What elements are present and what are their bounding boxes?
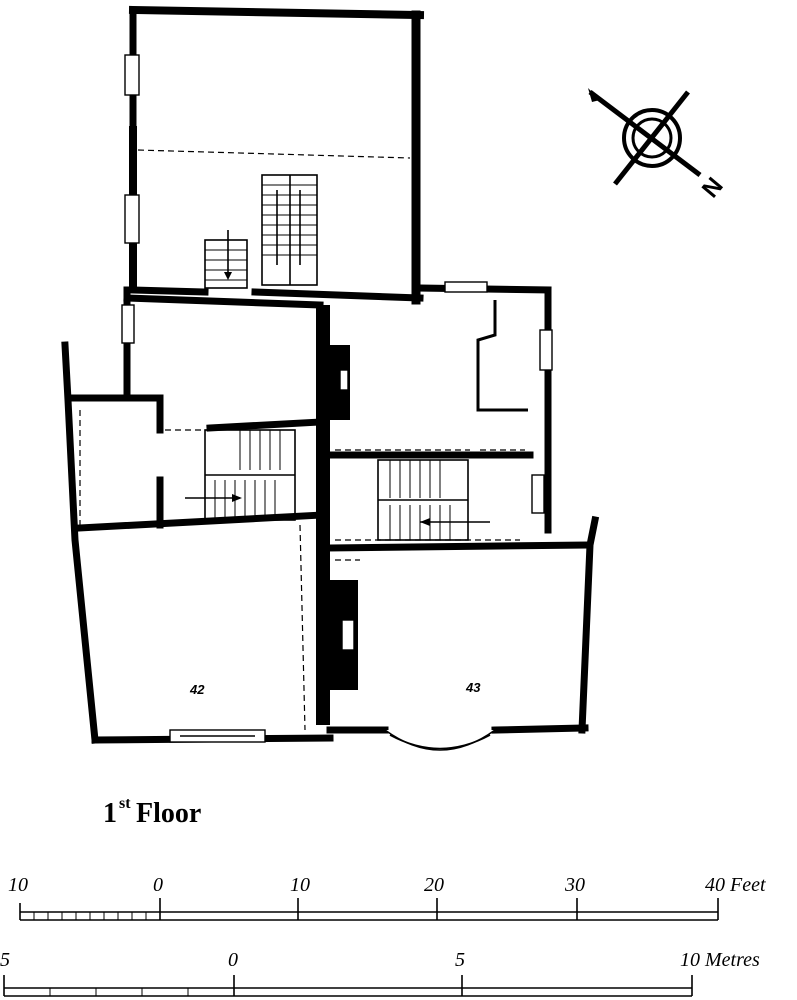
window	[444, 281, 488, 293]
room-42-walls	[61, 341, 334, 744]
window	[124, 194, 140, 244]
feet-tick-label: 20	[424, 874, 444, 896]
scale-bar-metres: 5 0 5 10 Metres	[0, 949, 760, 997]
scale-bar-feet: 10 0 10 20 30 40 Feet	[8, 874, 766, 921]
staircase-middle	[185, 429, 296, 521]
floor-title: 1 st Floor	[103, 795, 201, 829]
middle-east-block	[326, 281, 553, 541]
metres-tick-label: 0	[228, 949, 238, 971]
feet-tick-label: 0	[153, 874, 163, 896]
window	[539, 329, 553, 371]
floor-title-number: 1	[103, 798, 117, 829]
feet-tick-label: 40 Feet	[705, 874, 766, 896]
middle-west-block	[66, 286, 326, 532]
metres-tick-label: 5	[455, 949, 465, 971]
floor-title-text: Floor	[136, 798, 201, 829]
floor-title-superscript: st	[119, 795, 131, 812]
room-label-43: 43	[465, 680, 481, 695]
room-43-walls	[326, 515, 600, 751]
window	[124, 54, 140, 96]
window	[121, 304, 135, 344]
staircase-east	[377, 459, 490, 541]
metres-tick-label: 5	[0, 949, 10, 971]
metres-tick-label: 10 Metres	[680, 949, 760, 971]
upper-block	[124, 5, 425, 305]
window	[531, 474, 545, 514]
feet-tick-label: 10	[8, 874, 28, 896]
north-arrow-icon	[588, 88, 702, 186]
room-label-42: 42	[189, 682, 205, 697]
feet-tick-label: 10	[290, 874, 310, 896]
north-label: N	[697, 172, 729, 203]
feet-tick-label: 30	[564, 874, 585, 896]
staircase-upper	[204, 174, 318, 289]
spine-wall	[316, 305, 330, 725]
